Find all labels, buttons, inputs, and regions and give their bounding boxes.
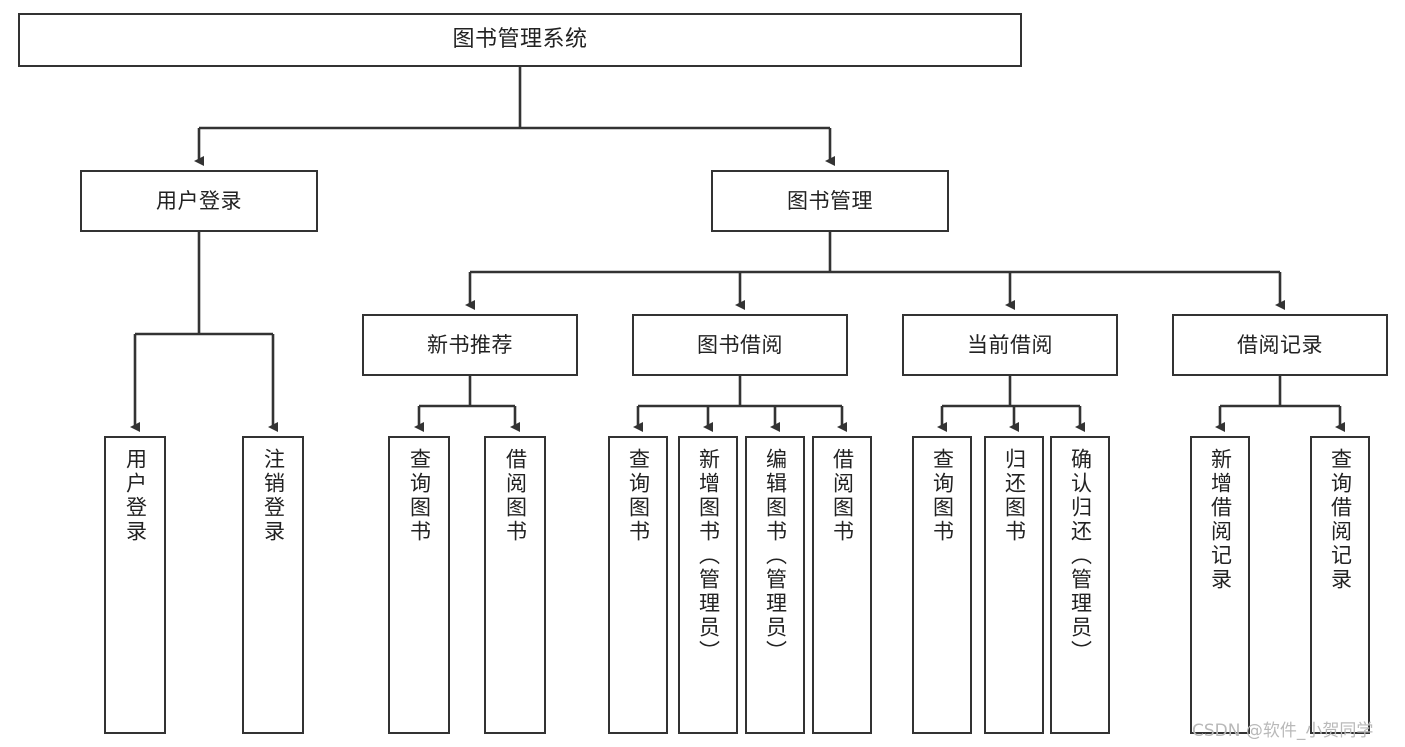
node-label: 确认归还（管理员） [1068,448,1093,664]
node-label: 查询图书 [930,448,955,544]
node-l2-record[interactable]: 借阅记录 [1172,314,1388,376]
node-label: 用户登录 [156,188,242,213]
node-label: 借阅记录 [1237,332,1323,357]
node-label: 查询图书 [407,448,432,544]
node-label: 注销登录 [261,448,286,544]
node-l3-cb-return[interactable]: 归还图书 [984,436,1044,734]
node-l3-rec-add[interactable]: 新增借阅记录 [1190,436,1250,734]
node-label: 查询借阅记录 [1328,448,1353,592]
node-l3-user-login[interactable]: 用户登录 [104,436,166,734]
node-label: 编辑图书（管理员） [763,448,788,664]
node-label: 借阅图书 [503,448,528,544]
node-label: 借阅图书 [830,448,855,544]
node-label: 新书推荐 [427,332,513,357]
node-label: 图书管理 [787,188,873,213]
node-label: 查询图书 [626,448,651,544]
node-l2-newbook[interactable]: 新书推荐 [362,314,578,376]
node-l3-bb-borrow[interactable]: 借阅图书 [812,436,872,734]
node-label: 图书管理系统 [452,26,588,52]
csdn-watermark: CSDN @软件_小贺同学 [1192,721,1374,741]
node-root[interactable]: 图书管理系统 [18,13,1022,67]
node-l2-current[interactable]: 当前借阅 [902,314,1118,376]
node-label: 当前借阅 [967,332,1053,357]
node-l3-nb-borrow[interactable]: 借阅图书 [484,436,546,734]
node-label: 用户登录 [123,448,148,544]
node-l3-bb-add[interactable]: 新增图书（管理员） [678,436,738,734]
node-label: 新增借阅记录 [1208,448,1233,592]
node-l3-cb-confirm[interactable]: 确认归还（管理员） [1050,436,1110,734]
node-l3-rec-query[interactable]: 查询借阅记录 [1310,436,1370,734]
node-label: 图书借阅 [697,332,783,357]
node-l1-book[interactable]: 图书管理 [711,170,949,232]
node-l3-bb-query[interactable]: 查询图书 [608,436,668,734]
node-l1-user[interactable]: 用户登录 [80,170,318,232]
node-l3-user-logout[interactable]: 注销登录 [242,436,304,734]
node-label: 新增图书（管理员） [696,448,721,664]
node-l3-cb-query[interactable]: 查询图书 [912,436,972,734]
node-label: 归还图书 [1002,448,1027,544]
node-l3-bb-edit[interactable]: 编辑图书（管理员） [745,436,805,734]
node-l2-borrow[interactable]: 图书借阅 [632,314,848,376]
node-l3-nb-query[interactable]: 查询图书 [388,436,450,734]
